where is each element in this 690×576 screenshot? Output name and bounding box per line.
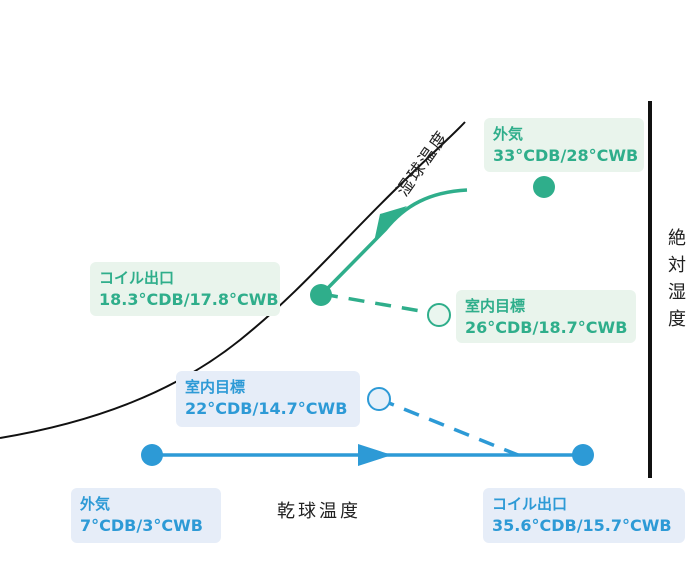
indoor-target-winter-point	[367, 387, 391, 411]
heating-arrow-head	[358, 444, 392, 466]
coil-outlet-heating-value: 35.6°CDB/15.7°CWB	[492, 516, 672, 535]
outdoor-summer-box: 外気 33°CDB/28°CWB	[484, 118, 644, 172]
dry-bulb-label: 乾球温度	[277, 501, 361, 522]
outdoor-summer-value: 33°CDB/28°CWB	[493, 146, 639, 165]
outdoor-winter-box: 外気 7°CDB/3°CWB	[71, 488, 221, 543]
cooling-dashed-line	[321, 292, 439, 316]
indoor-target-summer-point	[427, 303, 451, 327]
saturation-curve	[0, 121, 466, 439]
indoor-target-winter-value: 22°CDB/14.7°CWB	[185, 399, 348, 418]
coil-outlet-heating-point	[572, 444, 594, 466]
indoor-target-winter-box: 室内目標 22°CDB/14.7°CWB	[176, 371, 360, 427]
indoor-target-summer-value: 26°CDB/18.7°CWB	[465, 318, 628, 337]
outdoor-summer-point	[533, 176, 555, 198]
absolute-humidity-label: 絶対湿度	[668, 228, 686, 330]
coil-outlet-cooling-title: コイル出口	[99, 269, 175, 287]
cooling-arrow-head	[374, 206, 407, 242]
outdoor-winter-point	[141, 444, 163, 466]
coil-outlet-heating-title: コイル出口	[492, 495, 568, 513]
indoor-target-summer-title: 室内目標	[465, 297, 526, 315]
outdoor-winter-value: 7°CDB/3°CWB	[80, 516, 203, 535]
coil-outlet-heating-box: コイル出口 35.6°CDB/15.7°CWB	[483, 488, 685, 543]
indoor-target-winter-title: 室内目標	[185, 378, 246, 396]
outdoor-winter-title: 外気	[80, 495, 111, 513]
coil-outlet-cooling-value: 18.3°CDB/17.8°CWB	[99, 290, 279, 309]
coil-outlet-cooling-point	[310, 284, 332, 306]
outdoor-summer-title: 外気	[493, 125, 524, 143]
heating-dashed-line	[378, 397, 519, 457]
indoor-target-summer-box: 室内目標 26°CDB/18.7°CWB	[456, 290, 636, 343]
coil-outlet-cooling-box: コイル出口 18.3°CDB/17.8°CWB	[90, 262, 280, 316]
